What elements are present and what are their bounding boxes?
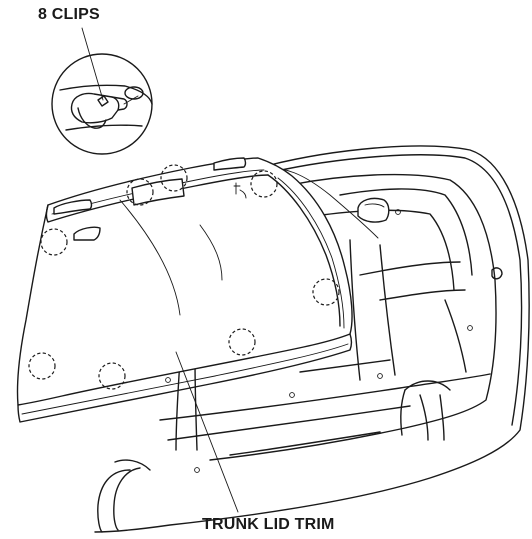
clips-leader-line — [81, 27, 104, 101]
trunk-lid-trim-label: TRUNK LID TRIM — [202, 516, 335, 533]
clip-magnified-icon — [51, 53, 153, 155]
clip-position-marker — [126, 178, 154, 206]
clips-callout-label: 8 CLIPS — [38, 6, 100, 23]
clip-position-marker — [228, 328, 256, 356]
leader-lines — [81, 27, 239, 513]
clip-position-marker — [40, 228, 68, 256]
clip-position-marker — [160, 164, 188, 192]
clip-position-marker — [250, 170, 278, 198]
clip-positions — [28, 164, 340, 390]
trunk-lid-trim-panel — [16, 157, 353, 423]
clip-position-marker — [28, 352, 56, 380]
clip-position-marker — [98, 362, 126, 390]
trunk-lid-frame — [94, 145, 530, 533]
trim-leader-line — [175, 351, 239, 513]
clip-position-marker — [312, 278, 340, 306]
